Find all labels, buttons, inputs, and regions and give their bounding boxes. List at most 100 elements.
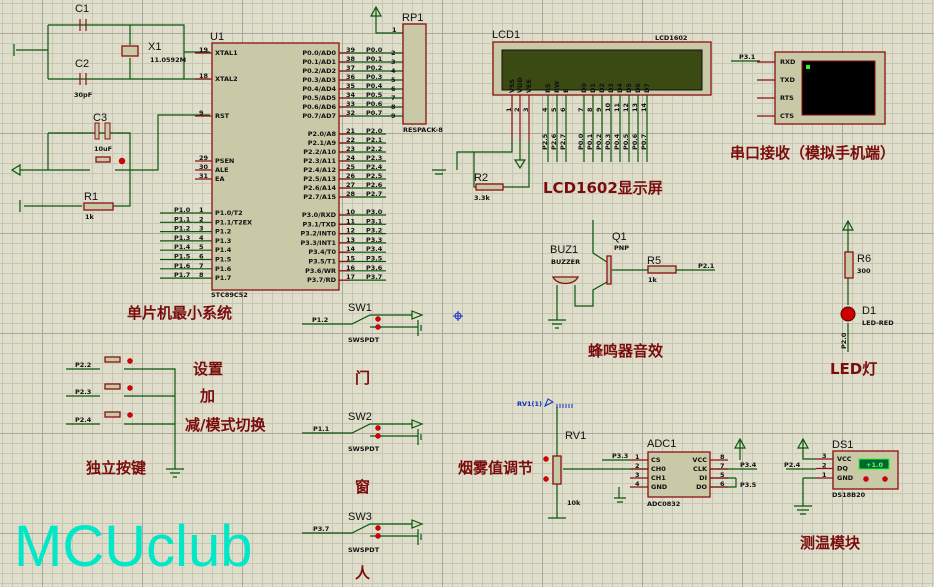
pin-number: 5	[199, 243, 204, 251]
pin-name: XTAL2	[215, 75, 238, 83]
q1-label: Q1	[612, 231, 627, 243]
pin-name: P1.1/T2EX	[215, 218, 252, 226]
terminal-pin-label: CTS	[780, 112, 794, 120]
c3-label: C3	[93, 112, 107, 124]
pin-name: VCC	[837, 455, 852, 463]
pin-number: 19	[199, 46, 209, 54]
r2-label: R2	[474, 172, 488, 184]
switch-sw3[interactable]: SW3 P3.7 SWSPDT	[302, 511, 424, 554]
pin-number: 2	[199, 215, 204, 223]
rp1-pin1: 1	[392, 26, 397, 34]
sw3-net-label: P3.7	[313, 525, 329, 533]
pin-number: 14	[346, 245, 356, 253]
lcd1-label: LCD1	[492, 29, 520, 41]
lcd-pin-number: 2	[513, 107, 521, 112]
pin-name: P0.7/AD7	[302, 112, 336, 120]
pin-number: 1	[822, 471, 827, 479]
pin-name: P1.2	[215, 228, 231, 236]
r5-net-label: P2.1	[698, 262, 715, 270]
key-add[interactable]	[104, 383, 121, 390]
rp1-label: RP1	[402, 12, 423, 24]
pin-number: 29	[199, 154, 209, 162]
pin-number: 2	[822, 462, 827, 470]
net-label: P2.3	[366, 154, 382, 162]
r1-resistor	[83, 202, 114, 211]
lcd1602[interactable]: LCD1 LCD1602 R2 3.3k VSS1VDD2VEE3RS4P2.5…	[432, 29, 712, 202]
r6-resistor	[844, 251, 854, 279]
key3-net-label: P2.4	[75, 416, 92, 424]
q1-part: PNP	[614, 244, 629, 252]
r1-value: 1k	[85, 213, 95, 221]
resistor-pack-rp1[interactable]: RP1 RESPACK-8 1	[369, 5, 443, 134]
net-label: P1.0	[174, 206, 191, 214]
pin-number: 30	[199, 163, 209, 171]
pin-name: P0.0/AD0	[302, 49, 336, 57]
ds1-label: DS1	[832, 439, 853, 451]
pin-name: CH0	[651, 465, 666, 473]
pin-name: P0.5/AD5	[302, 94, 336, 102]
lcd-net-label: P0.5	[622, 133, 630, 150]
lcd-pin-number: 5	[550, 107, 558, 112]
reset-circuit[interactable]: C3 10uF R1 1k	[10, 112, 210, 221]
reset-button[interactable]	[95, 156, 111, 163]
key-sub-mode[interactable]	[104, 411, 121, 418]
net-label: P0.3	[366, 73, 382, 81]
caption-buzzer: 蜂鸣器音效	[588, 342, 664, 360]
pin-name: P2.7/A15	[303, 193, 336, 201]
pin-name: P0.3/AD3	[302, 76, 336, 84]
lcd-net-label: P0.3	[604, 134, 612, 150]
pin-number: 34	[346, 91, 356, 99]
pin-number: 8	[199, 271, 204, 279]
pin-number: 3	[822, 452, 827, 460]
switch-sw1[interactable]: SW1 P1.2 SWSPDT	[302, 302, 424, 344]
caption-lcd: LCD1602显示屏	[543, 179, 663, 197]
independent-keys[interactable]: P2.2 P2.3 P2.4	[66, 356, 184, 478]
lcd-pin-name: D6	[634, 83, 642, 93]
switch-sw2[interactable]: SW2 P1.1 SWSPDT	[302, 411, 424, 453]
lcd-pin-number: 6	[559, 107, 567, 112]
sw3-part: SWSPDT	[348, 546, 380, 554]
pin-number: 1	[635, 453, 640, 461]
sw3-label: SW3	[348, 511, 372, 523]
buzzer-circuit[interactable]: BUZ1 BUZZER Q1 PNP R5 1k P2.1	[548, 220, 715, 329]
pin-number: 7	[199, 262, 204, 270]
buzzer-part: BUZZER	[551, 258, 580, 266]
pin-number: 16	[346, 264, 356, 272]
pin-name: RST	[215, 112, 230, 120]
net-label: P3.5	[366, 255, 383, 263]
r2-value: 3.3k	[474, 194, 491, 202]
net-label: P1.6	[174, 262, 191, 270]
caption-keys: 独立按键	[86, 459, 146, 477]
terminal-pin-label: RTS	[780, 94, 794, 102]
lcd-net-label: P0.0	[577, 133, 585, 150]
terminal-pin-label: RXD	[780, 58, 796, 66]
ds-part: DS18B20	[832, 491, 866, 499]
pin-name: P1.4	[215, 246, 232, 254]
pin-name: P1.3	[215, 237, 231, 245]
pin-name: ALE	[215, 166, 229, 174]
pin-number: 26	[346, 172, 356, 180]
r6-label: R6	[857, 253, 871, 265]
pin-name: VCC	[692, 456, 707, 464]
lcd-net-label: P0.7	[640, 134, 648, 150]
net-label: P0.4	[366, 82, 383, 90]
potentiometer-rv1[interactable]: RV1(1) RV1 10k	[517, 398, 648, 519]
key-set[interactable]	[104, 356, 121, 363]
pin-number: 35	[346, 82, 356, 90]
led-circuit[interactable]: R6 300 D1 LED-RED P2.0	[840, 219, 894, 352]
crystal-x1[interactable]	[121, 45, 139, 57]
pin-number: 12	[346, 227, 355, 235]
net-label: P3.1	[366, 217, 383, 225]
caption-temp: 测温模块	[800, 534, 861, 552]
caption-smoke: 烟雾值调节	[458, 459, 533, 477]
oscillator-circuit[interactable]: C1 C2 30pF X1 11.0592M	[13, 3, 210, 99]
terminal-screen[interactable]	[801, 60, 876, 116]
lcd-pin-number: 1	[505, 107, 513, 112]
pin-name: DO	[696, 483, 707, 491]
ds-net-label: P2.4	[784, 461, 801, 469]
